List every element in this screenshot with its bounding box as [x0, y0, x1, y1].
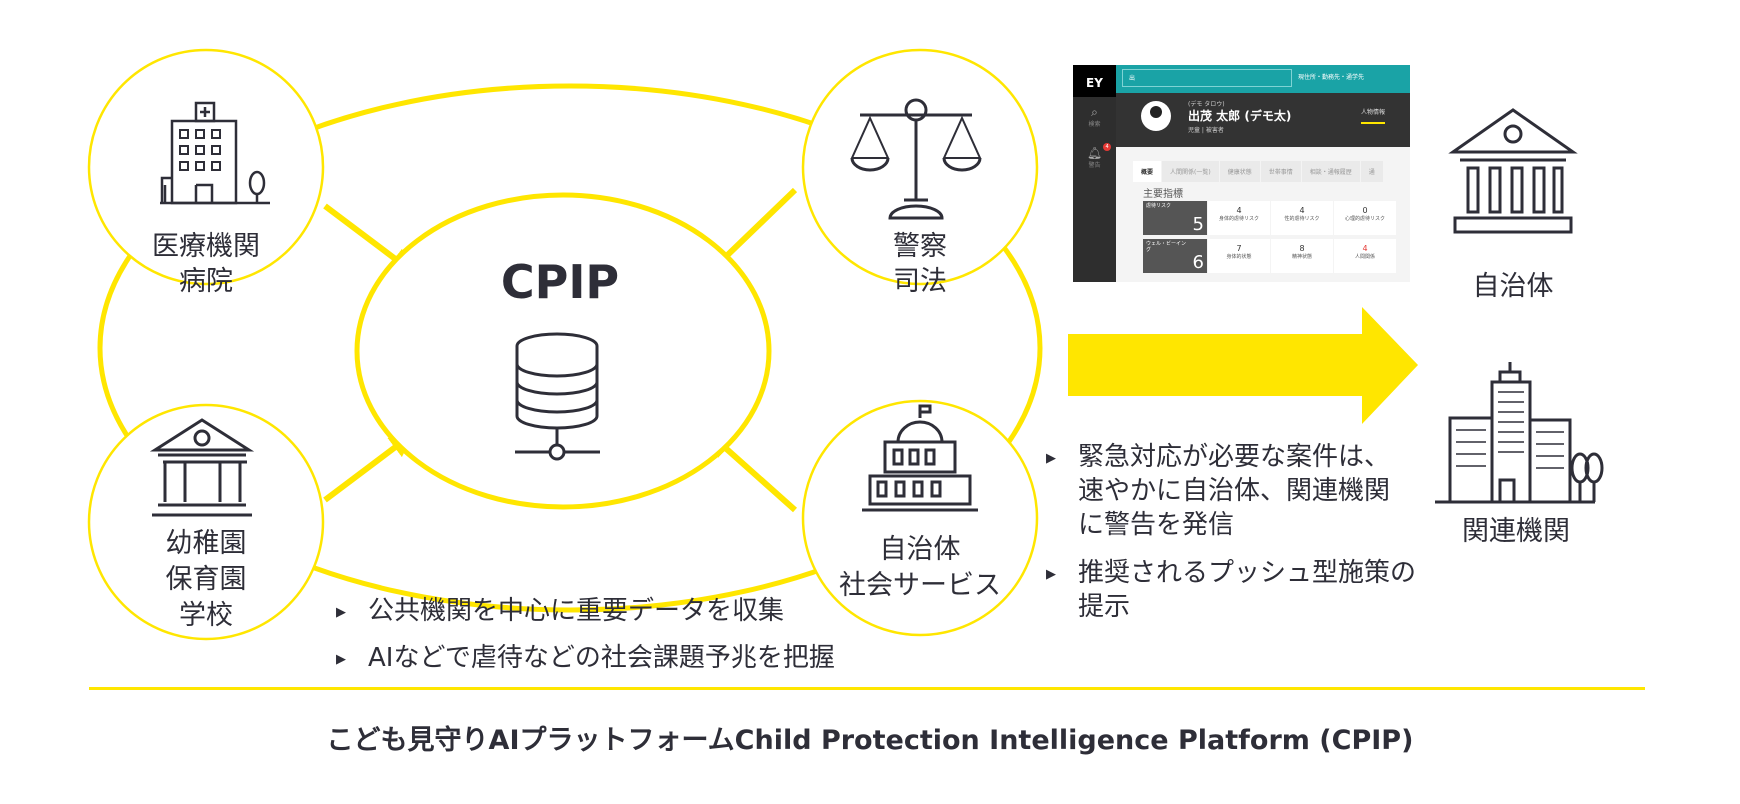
hospital-label-2: 病院 — [179, 266, 233, 297]
kpi-cell-label: 精神状態 — [1291, 254, 1312, 260]
agencies-label: 関連機関 — [1462, 516, 1570, 547]
kpi-cell-value: 4 — [1236, 206, 1242, 215]
footer-caption: こども見守りAIプラットフォームChild Protection Intelli… — [326, 725, 1414, 756]
government-building-icon — [862, 404, 978, 512]
bullet-alert: ▶ 緊急対応が必要な案件は、 速やかに自治体、関連機関 に警告を発信 — [1046, 440, 1391, 542]
kpi-main: ウェル・ビーイング 6 — [1143, 239, 1207, 273]
node-police — [801, 48, 1039, 286]
kpi-cell-value: 4 — [1299, 206, 1305, 215]
bullet-triangle-icon: ▶ — [336, 605, 346, 620]
bullet-text: AIなどで虐待などの社会課題予兆を把握 — [368, 643, 835, 673]
sidebar-alerts-label: 警告 — [1088, 162, 1101, 169]
kpi-cell-value: 7 — [1236, 244, 1242, 253]
bullet-triangle-icon: ▶ — [1046, 567, 1056, 582]
bell-icon-wrap: 🔔︎4 — [1086, 143, 1112, 160]
bullet-text: 速やかに自治体、関連機関 — [1078, 476, 1391, 506]
search-field[interactable]: 出 — [1122, 69, 1292, 87]
person-name: 出茂 太郎 (デモ太) — [1188, 109, 1292, 123]
outer-ring — [97, 83, 1043, 613]
cpip-title: CPIP — [501, 255, 619, 309]
tab-person-info[interactable]: 人物情報 — [1361, 107, 1386, 124]
sidebar-search[interactable]: ⌕ 検索 — [1073, 105, 1116, 128]
bullet-triangle-icon: ▶ — [336, 652, 346, 667]
search-icon: ⌕ — [1091, 105, 1098, 119]
municipal-label-2: 社会サービス — [839, 570, 1001, 601]
person-kana: (デモ タロウ) — [1188, 101, 1225, 108]
school-icon — [149, 418, 255, 517]
bullet-text: 公共機関を中心に重要データを収集 — [368, 596, 785, 626]
school-label-1: 幼稚園 — [166, 528, 247, 559]
node-hospital — [87, 48, 325, 286]
sidebar-search-label: 検索 — [1088, 121, 1101, 128]
kpi-cell-label: 身体的虐待リスク — [1218, 216, 1259, 222]
kpi-main: 虐待リスク 5 — [1143, 201, 1207, 235]
kpi-cell-value: 4 — [1362, 244, 1368, 253]
municipal-label-1: 自治体 — [880, 534, 961, 565]
kpi-cell-label: 心理的虐待リスク — [1344, 216, 1385, 222]
office-buildings-icon — [1435, 362, 1604, 504]
kpi-cell-label: 人間関係 — [1354, 254, 1375, 260]
bullet-text: に警告を発信 — [1078, 510, 1235, 540]
tab-overview[interactable]: 概要 — [1133, 161, 1162, 182]
bullet-ai: ▶ AIなどで虐待などの社会課題予兆を把握 — [336, 641, 835, 675]
bell-icon: 🔔︎ — [1086, 146, 1103, 160]
sidebar-alerts[interactable]: 🔔︎4 警告 — [1073, 143, 1116, 169]
kpi-title: 主要指標 — [1143, 189, 1183, 200]
app-tabs: 概要 人間関係(一覧) 健康状態 世帯事情 相談・通報履歴 通 — [1133, 161, 1384, 182]
scales-icon — [850, 98, 982, 220]
bullet-text: 提示 — [1078, 592, 1131, 622]
alert-badge: 4 — [1103, 143, 1112, 151]
kpi-cell-value: 0 — [1362, 206, 1368, 215]
kpi-cell-label: 身体的状態 — [1226, 254, 1252, 260]
address-field[interactable]: 現住所・勤務先・通学先 — [1298, 74, 1365, 81]
bullet-text: 推奨されるプッシュ型施策の — [1078, 558, 1417, 588]
tab-health[interactable]: 健康状態 — [1219, 161, 1260, 182]
city-hall-icon — [1448, 108, 1578, 234]
app-topbar: 出 現住所・勤務先・通学先 — [1116, 65, 1410, 93]
database-icon — [515, 332, 600, 461]
school-label-3: 学校 — [179, 600, 233, 631]
big-arrow-icon — [1068, 307, 1418, 424]
bullet-collect: ▶ 公共機関を中心に重要データを収集 — [336, 594, 785, 628]
kpi-cell-label: 性的虐待リスク — [1284, 216, 1320, 222]
node-municipal — [801, 399, 1039, 637]
school-label-2: 保育園 — [166, 564, 247, 595]
tab-history[interactable]: 相談・通報履歴 — [1301, 161, 1360, 182]
kpi-cell-value: 8 — [1299, 244, 1305, 253]
hospital-label-1: 医療機関 — [152, 231, 260, 262]
tab-household[interactable]: 世帯事情 — [1260, 161, 1301, 182]
kpi-label: 虐待リスク — [1146, 203, 1172, 209]
node-school — [87, 403, 325, 641]
person-header: (デモ タロウ) 出茂 太郎 (デモ太) 児童 | 被害者 人物情報 — [1116, 93, 1410, 147]
app-sidebar: EY ⌕ 検索 🔔︎4 警告 — [1073, 65, 1116, 282]
police-label-2: 司法 — [893, 266, 947, 297]
ey-logo: EY — [1073, 65, 1116, 97]
person-role: 児童 | 被害者 — [1188, 127, 1224, 134]
bullet-push: ▶ 推奨されるプッシュ型施策の 提示 — [1046, 556, 1417, 624]
cpip-app-screenshot: EY ⌕検索 🔔︎4 警告 出 現住所・勤務先・通学先 (デモ タロウ) 出茂 … — [1073, 65, 1410, 282]
kpi-value: 5 — [1192, 214, 1204, 235]
bullet-triangle-icon: ▶ — [1046, 451, 1056, 466]
kpi-label: ウェル・ビーイング — [1146, 241, 1187, 253]
divider — [89, 687, 1645, 690]
kpi-value: 6 — [1192, 252, 1204, 273]
avatar — [1141, 101, 1171, 131]
tab-more[interactable]: 通 — [1360, 161, 1383, 182]
bullet-text: 緊急対応が必要な案件は、 — [1078, 442, 1391, 472]
municipality-label: 自治体 — [1473, 271, 1554, 302]
police-label-1: 警察 — [893, 231, 947, 262]
tab-relations[interactable]: 人間関係(一覧) — [1162, 161, 1219, 182]
hospital-icon — [160, 101, 270, 205]
arrow-school-to-cpip — [323, 433, 414, 503]
